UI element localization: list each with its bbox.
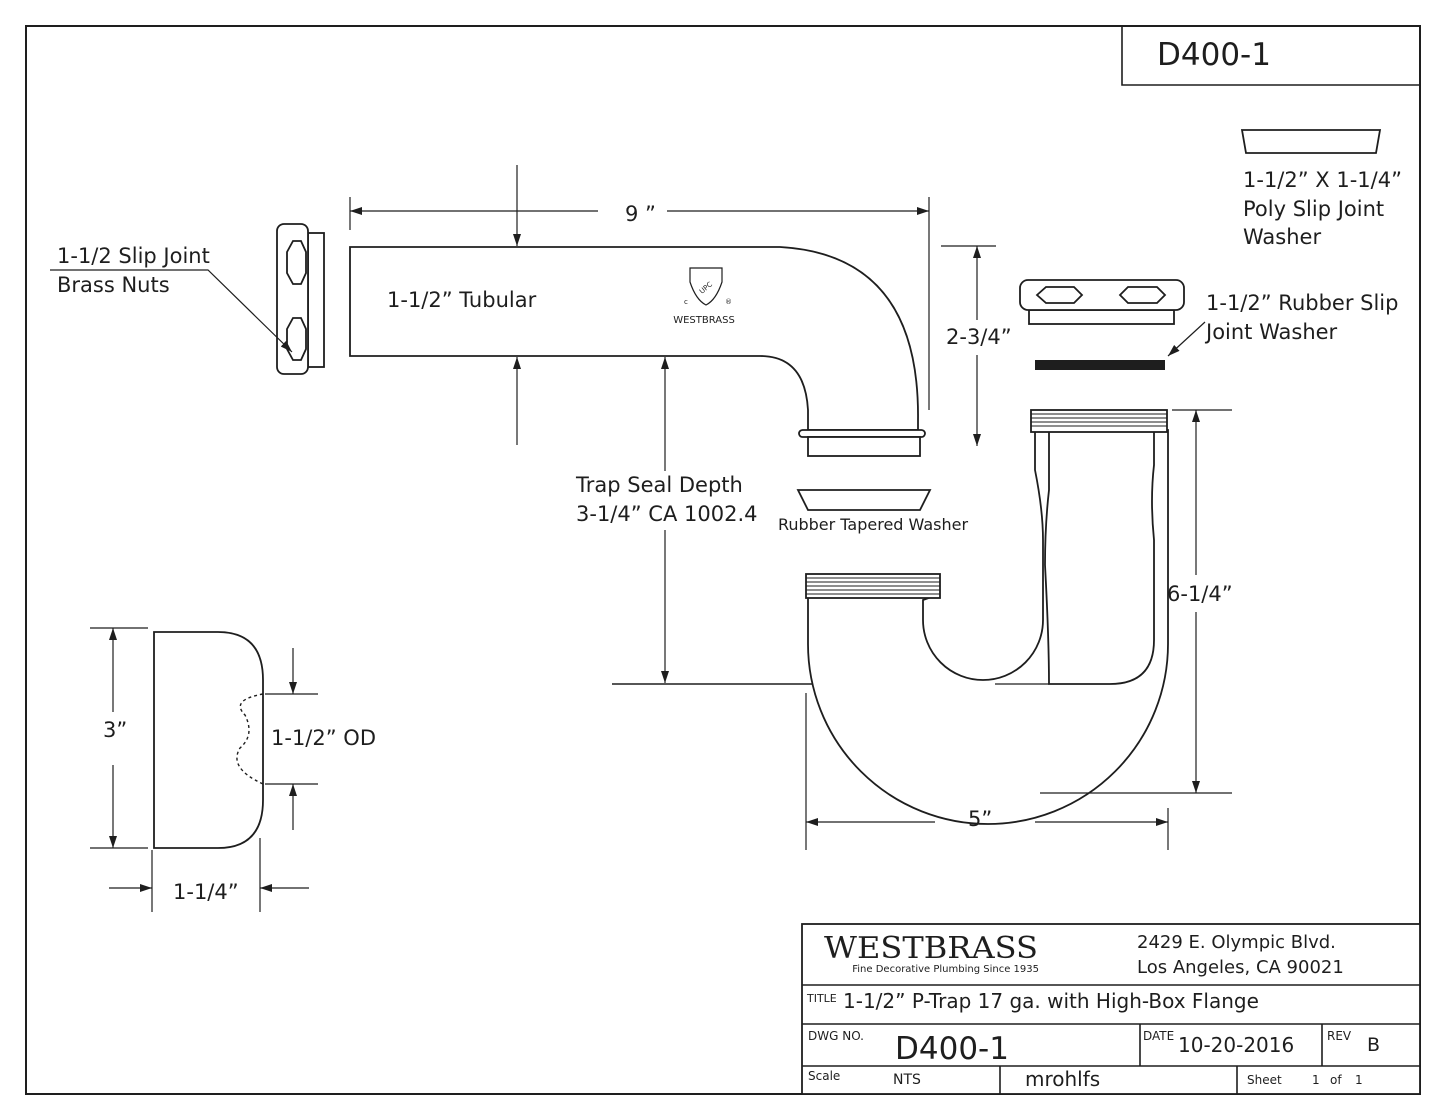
drawing-number: D400-1 [1157, 37, 1271, 73]
sheet-label: Sheet [1247, 1073, 1282, 1087]
upc-c: c [684, 298, 688, 306]
dim-flange-height: 3” [90, 627, 148, 849]
p-trap-body [805, 409, 1169, 825]
slip-joint-nuts [276, 223, 325, 375]
rubber-slip-washer-bar [1035, 360, 1165, 370]
dim-trap-width: 5” [805, 693, 1169, 850]
rev-label: REV [1327, 1029, 1352, 1043]
rubber-slip-label-1: 1-1/2” Rubber Slip [1206, 291, 1398, 315]
rev-value: B [1367, 1034, 1380, 1056]
rubber-tapered-washer: Rubber Tapered Washer [778, 489, 969, 534]
poly-slip-joint-washer: 1-1/2” X 1-1/4” Poly Slip Joint Washer [1240, 129, 1402, 249]
rubber-tapered-washer-label: Rubber Tapered Washer [778, 515, 969, 534]
company-name: WESTBRASS [824, 931, 1038, 966]
dim-flange-height-label: 3” [103, 718, 127, 742]
rubber-slip-label-2: Joint Washer [1204, 320, 1338, 344]
company-tagline: Fine Decorative Plumbing Since 1935 [852, 964, 1039, 975]
dim-length: 9 ” [349, 197, 930, 410]
dim-trap-height: 6-1/4” [1040, 409, 1233, 794]
dim-flange-od-label: 1-1/2” OD [271, 726, 376, 750]
dim-flange-depth-label: 1-1/4” [173, 880, 239, 904]
poly-washer-label-2: Poly Slip Joint [1243, 197, 1384, 221]
dim-rise: 2-3/4” [941, 245, 1012, 446]
date-label: DATE [1143, 1029, 1174, 1043]
dim-length-label: 9 ” [625, 202, 656, 226]
dwg-no: D400-1 [895, 1031, 1009, 1067]
dim-trap-height-label: 6-1/4” [1167, 582, 1233, 606]
trap-slip-nut [1019, 279, 1185, 325]
date-value: 10-20-2016 [1178, 1033, 1294, 1057]
tubular-label: 1-1/2” Tubular [387, 288, 537, 312]
scale-value: NTS [893, 1072, 921, 1088]
dwg-no-label: DWG NO. [808, 1029, 864, 1043]
rubber-slip-joint-washer: 1-1/2” Rubber Slip Joint Washer [1035, 291, 1398, 370]
sheet-number: 1 [1312, 1073, 1320, 1087]
address-line-2: Los Angeles, CA 90021 [1137, 957, 1344, 978]
scale-label: Scale [808, 1069, 840, 1083]
dim-flange-od: 1-1/2” OD [265, 648, 376, 830]
poly-washer-label-3: Washer [1243, 225, 1321, 249]
address-line-1: 2429 E. Olympic Blvd. [1137, 932, 1336, 953]
slip-joint-nuts-label-2: Brass Nuts [57, 273, 170, 297]
title-block: WESTBRASS Fine Decorative Plumbing Since… [801, 923, 1421, 1095]
dim-rise-label: 2-3/4” [946, 325, 1012, 349]
dim-flange-depth: 1-1/4” [109, 838, 309, 912]
upc-r: ® [725, 298, 732, 306]
poly-washer-label-1: 1-1/2” X 1-1/4” [1243, 168, 1402, 192]
slip-joint-nuts-callout: 1-1/2 Slip Joint Brass Nuts [50, 244, 293, 353]
trap-seal-label-2: 3-1/4” CA 1002.4 [576, 502, 757, 526]
sheet-border [25, 25, 1421, 1095]
dim-trap-width-label: 5” [968, 807, 992, 831]
drawn-by: mrohlfs [1025, 1067, 1100, 1091]
sheet-total: 1 [1355, 1073, 1363, 1087]
tubular-bend: 1-1/2” Tubular [349, 246, 926, 457]
high-box-flange [153, 631, 264, 849]
title-label: TITLE [806, 992, 837, 1005]
drawing-number-box: D400-1 [1121, 26, 1420, 86]
trap-seal-label-1: Trap Seal Depth [575, 473, 743, 497]
dim-trap-seal: Trap Seal Depth 3-1/4” CA 1002.4 [575, 357, 995, 685]
drawing-title: 1-1/2” P-Trap 17 ga. with High-Box Flang… [843, 989, 1259, 1013]
slip-joint-nuts-label-1: 1-1/2 Slip Joint [57, 244, 210, 268]
sheet-of: of [1330, 1073, 1342, 1087]
upc-brand: WESTBRASS [673, 315, 735, 326]
